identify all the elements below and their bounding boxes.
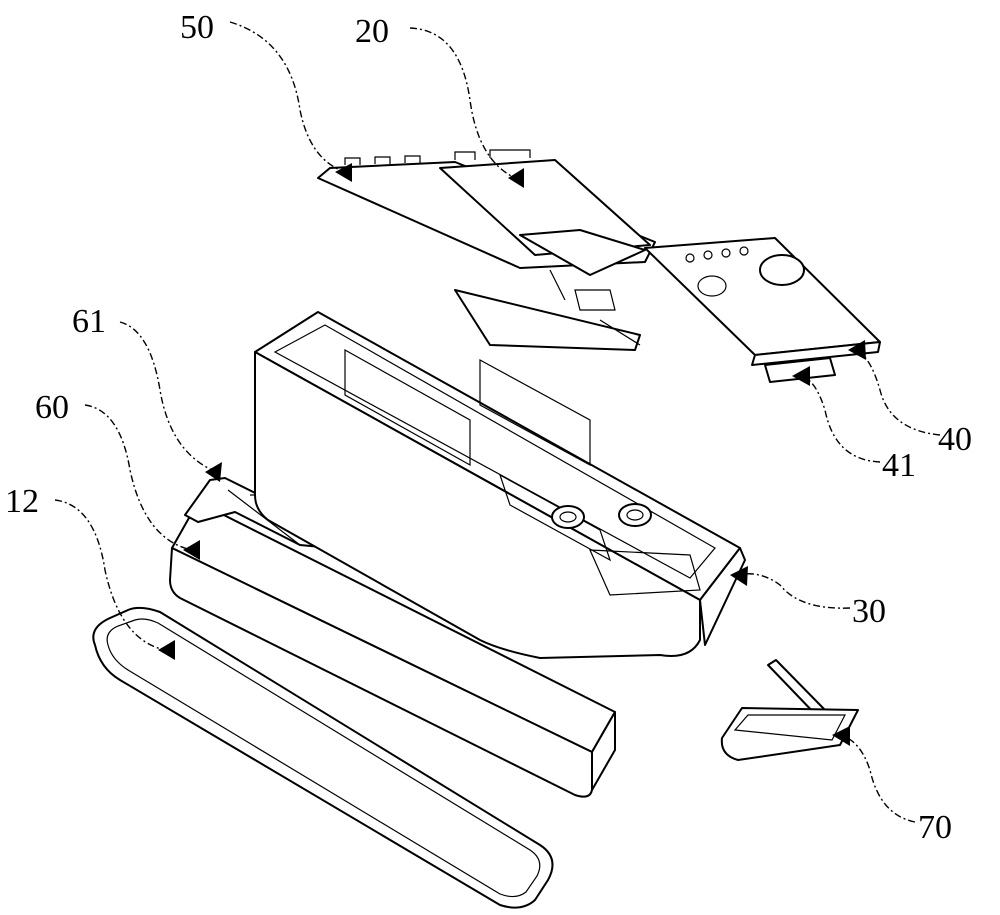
button-cap-part — [722, 660, 858, 760]
label-41: 41 — [882, 447, 916, 484]
label-61: 61 — [72, 303, 106, 340]
label-70: 70 — [918, 809, 952, 846]
label-60: 60 — [35, 389, 69, 426]
label-40: 40 — [938, 421, 972, 458]
label-20: 20 — [355, 13, 389, 50]
sub-board-part — [645, 238, 880, 382]
label-50: 50 — [180, 9, 214, 46]
label-12: 12 — [5, 483, 39, 520]
label-30: 30 — [852, 593, 886, 630]
main-board-assembly-part — [318, 150, 655, 350]
